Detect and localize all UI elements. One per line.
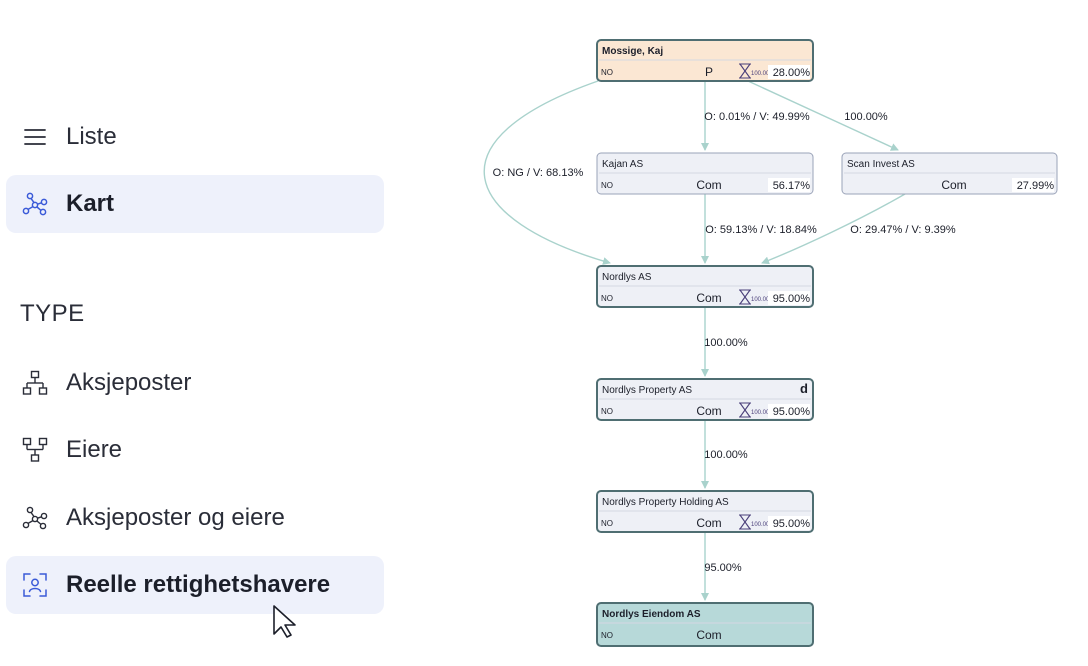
edge-scan-nordlys (761, 193, 906, 265)
node-country: NO (601, 181, 613, 190)
sidebar-item-eiere[interactable]: Eiere (6, 421, 384, 479)
sidebar-item-label: Eiere (66, 436, 123, 463)
mouse-cursor-icon (273, 605, 296, 638)
node-type: Com (696, 516, 721, 530)
node-percentage: 95.00% (773, 406, 811, 418)
node-percentage: 95.00% (773, 518, 811, 530)
pct-bg (768, 404, 810, 418)
pct-bg (768, 65, 810, 79)
node-percentage: 27.99% (1017, 180, 1055, 192)
pct-bg (1012, 178, 1054, 192)
sidebar-item-reelle-rettighetshavere[interactable]: Reelle rettighetshavere (6, 556, 384, 614)
ubo-person-icon (739, 289, 751, 305)
hierarchy-down-icon (22, 370, 48, 396)
node-type: Com (941, 178, 966, 192)
edge-label: O: NG / V: 68.13% (493, 167, 584, 179)
person-scan-icon (22, 572, 48, 598)
node-name: Scan Invest AS (847, 159, 915, 170)
ubo-badge: 100.00 (751, 522, 770, 528)
edge-label: O: 0.01% / V: 49.99% (704, 111, 810, 123)
node-name: Nordlys AS (602, 272, 652, 283)
pct-bg (768, 516, 810, 530)
sidebar-item-label: Aksjeposter (66, 369, 192, 396)
edge-label: O: 29.47% / V: 9.39% (850, 224, 956, 236)
node-country: NO (601, 407, 613, 416)
node-name: Nordlys Property AS (602, 385, 692, 396)
node-kajan[interactable]: Kajan AS NO Com 56.17% (596, 152, 814, 195)
sidebar-item-label: Aksjeposter og eiere (66, 504, 285, 531)
ubo-badge: 100.00 (751, 410, 770, 416)
ubo-person-icon (739, 402, 751, 418)
node-type: Com (696, 628, 721, 642)
node-name: Mossige, Kaj (602, 46, 663, 57)
pct-bg (768, 291, 810, 305)
list-icon (22, 124, 48, 150)
node-name: Kajan AS (602, 159, 643, 170)
type-section-title: TYPE (20, 300, 85, 327)
sidebar-item-label: Liste (66, 123, 117, 150)
edge-label: 100.00% (844, 111, 888, 123)
edge-mossige-nordlys (483, 80, 611, 265)
ubo-badge: 100.00 (751, 297, 770, 303)
network-icon (22, 191, 48, 217)
sidebar-item-aksjeposter[interactable]: Aksjeposter (6, 354, 384, 412)
node-percentage: 95.00% (773, 293, 811, 305)
node-type: Com (696, 404, 721, 418)
ubo-person-icon (739, 63, 751, 79)
hierarchy-up-icon (22, 437, 48, 463)
node-type: Com (696, 178, 721, 192)
node-name: Nordlys Eiendom AS (602, 609, 701, 620)
node-type: P (705, 65, 713, 79)
network-icon (22, 505, 48, 531)
ubo-badge: 100.00 (751, 71, 770, 77)
pct-bg (768, 178, 810, 192)
sidebar-item-liste[interactable]: Liste (6, 108, 384, 166)
node-scan[interactable]: Scan Invest AS Com 27.99% (841, 152, 1058, 195)
edge-mossige-scan (747, 80, 899, 151)
node-country: NO (601, 294, 613, 303)
node-country: NO (601, 631, 613, 640)
node-country: NO (601, 519, 613, 528)
sidebar-item-label: Reelle rettighetshavere (66, 571, 331, 598)
sidebar-item-label: Kart (66, 190, 115, 217)
edge-label: 100.00% (704, 337, 748, 349)
sidebar-item-kart[interactable]: Kart (6, 175, 384, 233)
node-type: Com (696, 291, 721, 305)
node-name: Nordlys Property Holding AS (602, 497, 729, 508)
sidebar-item-aksjeposter-og-eiere[interactable]: Aksjeposter og eiere (6, 489, 384, 547)
node-eiendom[interactable]: Nordlys Eiendom AS NO Com (596, 602, 814, 647)
edge-label: O: 59.13% / V: 18.84% (705, 224, 817, 236)
dun-mark-icon: d (800, 381, 808, 396)
node-box (596, 602, 814, 647)
edge-label: 95.00% (704, 562, 742, 574)
edge-label: 100.00% (704, 449, 748, 461)
ubo-person-icon (739, 514, 751, 530)
node-percentage: 28.00% (773, 67, 811, 79)
node-country: NO (601, 68, 613, 77)
node-percentage: 56.17% (773, 180, 811, 192)
